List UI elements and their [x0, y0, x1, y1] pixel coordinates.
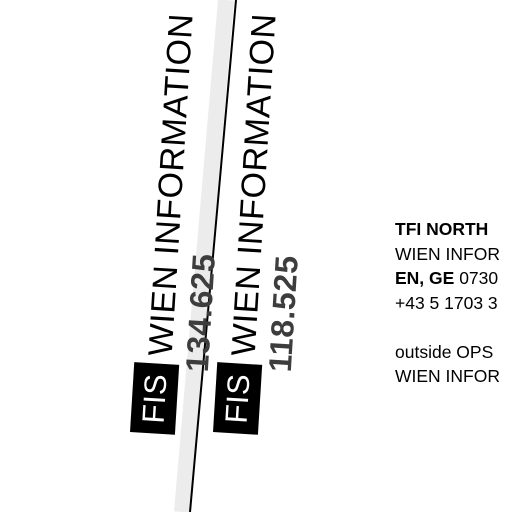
spacer [395, 315, 500, 340]
boundary-line [189, 0, 237, 512]
hours-text: 0730 [454, 268, 499, 288]
language-hours-line: EN, GE 0730 [395, 266, 500, 291]
boundary-halo-line [174, 0, 234, 512]
station-line: WIEN INFOR [395, 243, 500, 264]
sector-info-panel: TFI NORTH WIEN INFOR EN, GE 0730 +43 5 1… [395, 217, 500, 389]
frequency-label: 118.525 [261, 254, 305, 374]
frequency-label: 134.625 [178, 252, 222, 374]
fis-badge: FIS [130, 362, 180, 435]
sector-title: TFI NORTH [395, 219, 489, 239]
phone-number: +43 5 1703 3 [395, 292, 498, 313]
fis-badge: FIS [213, 362, 263, 435]
language-codes: EN, GE [395, 268, 455, 288]
note-line-2: WIEN INFOR [395, 366, 500, 386]
note-line-1: outside OPS [395, 341, 494, 362]
